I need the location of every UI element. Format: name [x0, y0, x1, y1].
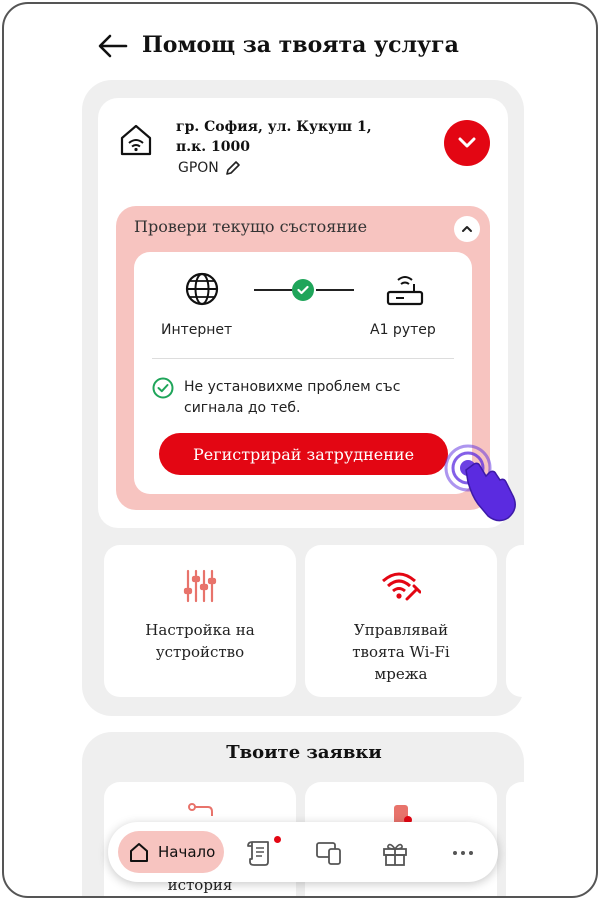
nav-home[interactable]: Начало [118, 831, 224, 873]
collapse-service-button[interactable] [444, 120, 490, 166]
divider [152, 358, 454, 359]
internet-label: Интернет [161, 322, 233, 338]
wifi-wrench-icon [382, 572, 421, 601]
home-wifi-icon [120, 124, 152, 156]
register-issue-button[interactable]: Регистрирай затруднение [159, 433, 448, 475]
nav-home-label: Начало [158, 843, 216, 861]
router-label: А1 рутер [370, 322, 436, 338]
devices-icon[interactable] [314, 838, 344, 868]
more-icon[interactable] [448, 838, 478, 868]
manage-wifi-label: Управлявай твоята Wi-Fi мрежа [352, 621, 450, 683]
page-title: Помощ за твоята услуга [142, 32, 459, 58]
route-icon [188, 803, 213, 816]
notification-dot [274, 836, 281, 843]
router-icon [386, 276, 424, 306]
sliders-icon [183, 569, 217, 603]
status-title: Провери текущо състояние [134, 217, 368, 236]
connection-line-left [254, 289, 292, 291]
header: Помощ за твоята услуга [4, 4, 596, 84]
status-message: Не установихме проблем със сигнала до те… [184, 379, 401, 416]
home-icon [130, 843, 148, 862]
scroll-icon[interactable] [246, 838, 276, 868]
check-circle-icon [152, 377, 174, 399]
next-tile-peek[interactable] [506, 545, 546, 697]
gift-icon[interactable] [380, 838, 410, 868]
requests-title: Твоите заявки [226, 742, 382, 763]
chevron-down-icon [458, 137, 476, 148]
edit-pencil-icon[interactable] [225, 160, 241, 176]
back-arrow-icon[interactable] [96, 32, 130, 60]
connection-ok-icon [292, 279, 314, 301]
device-setup-tile[interactable]: Настройка на устройство [104, 545, 296, 697]
tap-hand-icon [444, 444, 516, 522]
device-setup-label: Настройка на устройство [145, 621, 255, 661]
bottom-nav: Начало [108, 822, 498, 882]
service-type: GPON [178, 160, 241, 176]
request-tile-peek[interactable] [506, 782, 546, 896]
chevron-up-icon [462, 226, 472, 232]
globe-icon [185, 272, 219, 306]
service-type-label: GPON [178, 160, 219, 176]
collapse-status-button[interactable] [454, 216, 480, 242]
service-address: гр. София, ул. Кукуш 1, п.к. 1000 [176, 119, 372, 155]
connection-line-right [316, 289, 354, 291]
manage-wifi-tile[interactable]: Управлявай твоята Wi-Fi мрежа [305, 545, 497, 697]
